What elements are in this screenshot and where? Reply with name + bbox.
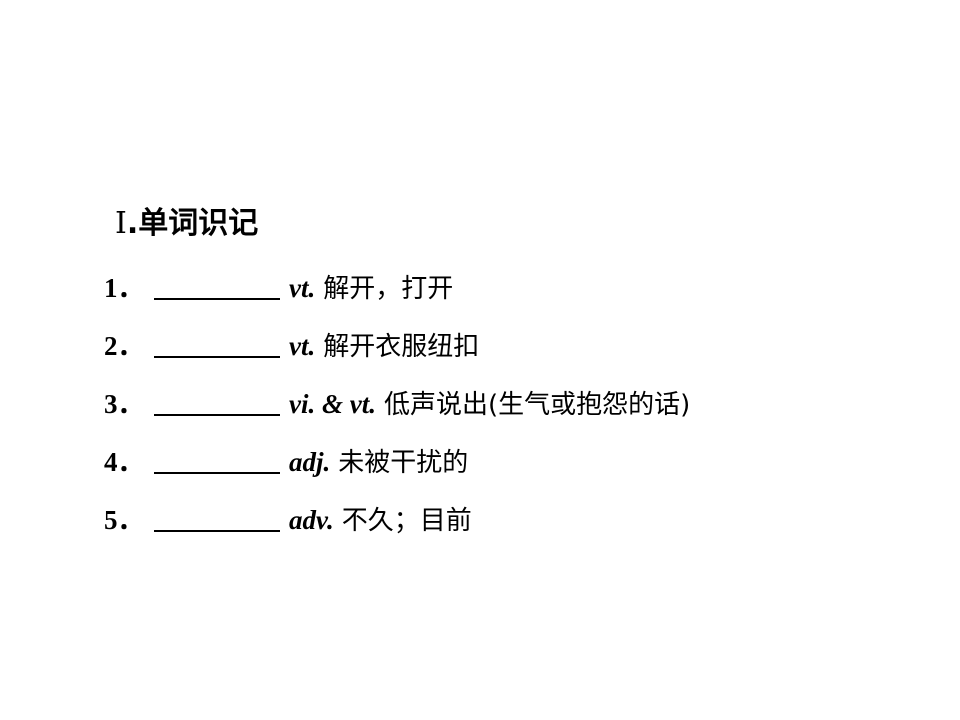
item-number: 5．: [104, 505, 145, 535]
answer-blank: [154, 386, 280, 416]
part-of-speech: adv.: [289, 505, 334, 535]
answer-blank: [154, 328, 280, 358]
word-meaning: 低声说出(生气或抱怨的话): [383, 390, 691, 420]
vocabulary-item: 3． vi. & vt. 低声说出(生气或抱怨的话): [104, 382, 690, 420]
answer-blank: [154, 502, 280, 532]
section-heading: Ⅰ.单词识记: [115, 204, 258, 244]
word-meaning: 解开衣服纽扣: [323, 332, 480, 362]
word-meaning: 不久；目前: [341, 506, 472, 536]
vocabulary-item: 4． adj. 未被干扰的: [104, 440, 690, 478]
section-title: .单词识记: [126, 206, 259, 241]
vocabulary-item: 5． adv. 不久；目前: [104, 498, 690, 536]
part-of-speech: adj.: [289, 447, 331, 477]
word-meaning: 未被干扰的: [338, 448, 469, 478]
part-of-speech: vt.: [289, 331, 316, 361]
item-number: 4．: [104, 447, 145, 477]
word-meaning: 解开，打开: [323, 274, 454, 304]
item-number: 1．: [104, 273, 145, 303]
answer-blank: [154, 270, 280, 300]
item-number: 3．: [104, 389, 145, 419]
answer-blank: [154, 444, 280, 474]
section-numeral: Ⅰ: [115, 207, 127, 240]
item-number: 2．: [104, 331, 145, 361]
part-of-speech: vt.: [289, 273, 316, 303]
part-of-speech: vi. & vt.: [289, 389, 376, 419]
vocabulary-item: 2． vt. 解开衣服纽扣: [104, 324, 690, 362]
vocabulary-list: 1． vt. 解开，打开 2． vt. 解开衣服纽扣 3． vi. & vt. …: [104, 266, 690, 556]
vocabulary-item: 1． vt. 解开，打开: [104, 266, 690, 304]
